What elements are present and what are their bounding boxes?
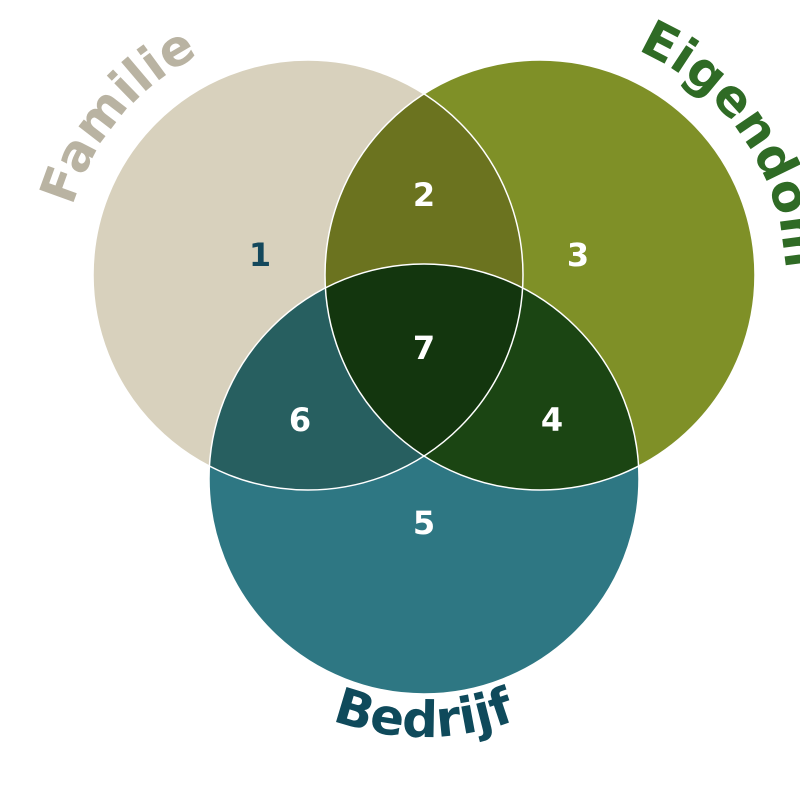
region-7-number: 7 bbox=[413, 329, 435, 367]
region-4-number: 4 bbox=[541, 401, 563, 439]
region-6-number: 6 bbox=[289, 401, 311, 439]
region-3-number: 3 bbox=[567, 236, 589, 274]
region-5-number: 5 bbox=[413, 504, 435, 542]
region-1-number: 1 bbox=[249, 236, 271, 274]
region-2-number: 2 bbox=[413, 176, 435, 214]
circle-outlines bbox=[92, 59, 756, 695]
